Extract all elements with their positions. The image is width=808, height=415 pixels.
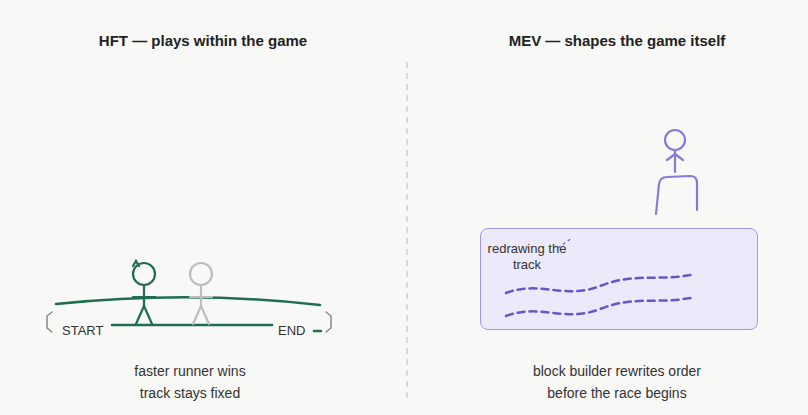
caption: faster runner wins [134,360,245,382]
redrawn-track [506,274,695,316]
slow-runner [190,263,212,324]
start-label: START [62,320,103,342]
panel-heading: MEV — shapes the game itself [509,30,726,52]
caption: block builder rewrites order before the … [515,360,720,404]
end-label: END [278,320,305,342]
leader-line [558,238,572,248]
block-builder [656,130,697,214]
caption: track stays fixed [140,382,240,404]
panel-heading: HFT — plays within the game [99,30,307,52]
divider [406,62,408,400]
panel-box: redrawing the track [480,228,758,330]
fast-runner [133,261,155,324]
node-text: redrawing the track [487,241,567,274]
